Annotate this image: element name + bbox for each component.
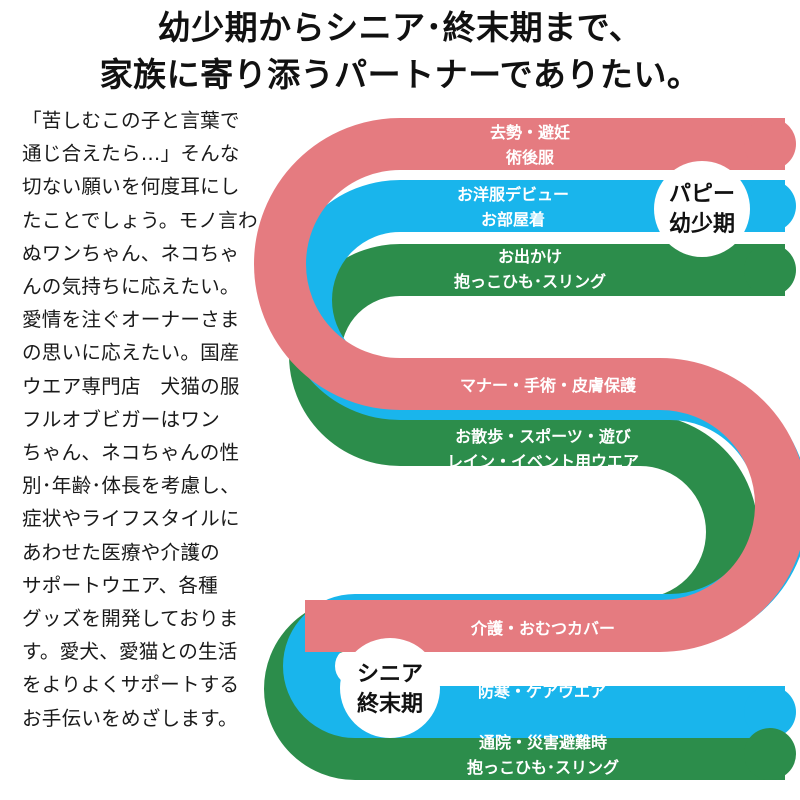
description-line: ちゃん、ネコちゃんの性 bbox=[22, 441, 240, 465]
stage-label: パピー bbox=[669, 182, 735, 207]
description-line: サポートウエア、各種 bbox=[22, 573, 218, 597]
band-label: レイン・イベント用ウエア bbox=[447, 452, 639, 471]
band-label: 術後服 bbox=[505, 148, 555, 167]
band-label: お出かけ・通院・災害避難時 bbox=[439, 491, 647, 510]
band-label: お部屋着 bbox=[481, 210, 545, 229]
description-line: の思いに応えたい。国産 bbox=[22, 341, 240, 365]
band-label: お散歩・スポーツ・遊び bbox=[455, 427, 632, 446]
description-line: ぬワンちゃん、ネコちゃ bbox=[22, 241, 240, 265]
band-cap bbox=[744, 180, 796, 232]
headline-line-1: 幼少期からシニア･終末期まで、 bbox=[157, 8, 643, 47]
band-label: お洋服デビュー bbox=[457, 185, 569, 204]
band-label: 介護・おむつカバー bbox=[470, 619, 615, 638]
description-line: グッズを開発しておりま bbox=[22, 607, 239, 631]
description-line: をよりよくサポートする bbox=[22, 673, 240, 697]
headline: 幼少期からシニア･終末期まで、 家族に寄り添うパートナーでありたい。 bbox=[0, 4, 800, 98]
stage-label: 終末期 bbox=[357, 691, 423, 717]
description-text: 「苦しむこの子と言葉で 通じ合えたら…」そんな 切ない願いを何度耳にし たことで… bbox=[22, 104, 284, 735]
band-label: お出かけ bbox=[498, 247, 562, 266]
stage-badge-senior: シニア 終末期 bbox=[340, 638, 440, 738]
band-label: 去勢・避妊 bbox=[490, 123, 570, 142]
description-line: あわせた医療や介護の bbox=[22, 540, 220, 564]
band-label: 抱っこひも･スリング bbox=[467, 758, 619, 777]
description-line: フルオブビガーはワン bbox=[22, 407, 220, 431]
band-label: 通院・災害避難時 bbox=[479, 733, 607, 752]
description-line: 愛情を注ぐオーナーさま bbox=[22, 308, 240, 332]
band-label: マナー・手術・皮膚保護 bbox=[460, 376, 637, 395]
band-label: 抱っこひも･スリング bbox=[467, 516, 619, 535]
band-cap bbox=[744, 118, 796, 170]
band-label: 防寒・ケアウエア bbox=[478, 682, 606, 701]
band-label: 抱っこひも･スリング bbox=[454, 272, 606, 291]
description-line: お手伝いをめざします。 bbox=[22, 706, 238, 730]
headline-line-2: 家族に寄り添うパートナーでありたい。 bbox=[99, 55, 701, 94]
stage-label: 幼少期 bbox=[669, 211, 735, 237]
description-line: たことでしょう。モノ言わ bbox=[22, 208, 258, 232]
description-line: んの気持ちに応えたい。 bbox=[22, 275, 240, 299]
band-cap bbox=[744, 244, 796, 296]
band-pink bbox=[254, 118, 800, 652]
description-line: 症状やライフスタイルに bbox=[22, 507, 240, 531]
stage-badge-puppy: パピー 幼少期 bbox=[654, 161, 750, 257]
description-line: 別･年齢･体長を考慮し、 bbox=[22, 474, 240, 498]
description-line: 「苦しむこの子と言葉で bbox=[22, 109, 240, 132]
description-line: ウエア専門店 犬猫の服 bbox=[22, 374, 240, 398]
description-line: 切ない願いを何度耳にし bbox=[22, 175, 240, 199]
description-line: す。愛犬、愛猫との生活 bbox=[22, 640, 238, 664]
band-cap bbox=[744, 686, 796, 738]
band-cap bbox=[744, 728, 796, 780]
description-line: 通じ合えたら…」そんな bbox=[22, 142, 240, 166]
stage-label: シニア bbox=[357, 662, 423, 687]
